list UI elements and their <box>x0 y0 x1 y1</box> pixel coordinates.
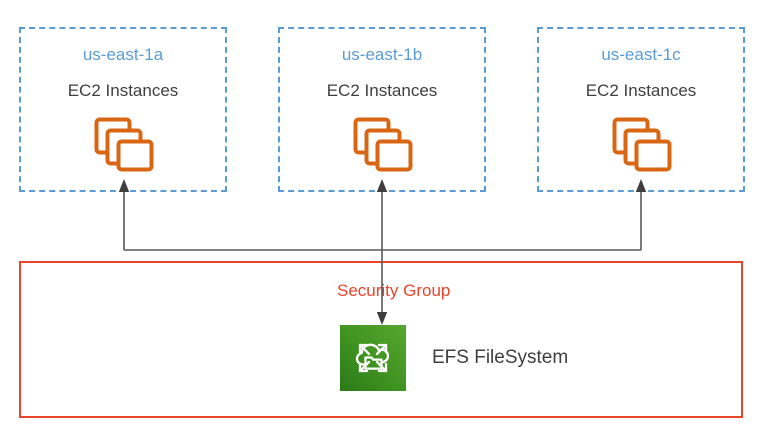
az-label-us-east-1a: us-east-1a <box>82 45 164 64</box>
efs-filesystem-label: EFS FileSystem <box>432 347 569 368</box>
ec2-instances-icon <box>94 117 156 173</box>
az-label-us-east-1b: us-east-1b <box>341 45 423 64</box>
availability-zone-us-east-1b[interactable]: us-east-1b EC2 Instances <box>278 27 486 192</box>
ec2-instances-icon <box>353 117 415 173</box>
az-resource-label-us-east-1a: EC2 Instances <box>67 81 179 100</box>
az-resource-label-us-east-1b: EC2 Instances <box>326 81 438 100</box>
availability-zone-us-east-1a[interactable]: us-east-1a EC2 Instances <box>19 27 227 192</box>
security-group-label: Security Group <box>337 281 451 300</box>
az-resource-label-us-east-1c: EC2 Instances <box>585 81 697 100</box>
availability-zone-us-east-1c[interactable]: us-east-1c EC2 Instances <box>537 27 745 192</box>
efs-filesystem-icon <box>340 325 406 391</box>
ec2-instances-icon <box>612 117 674 173</box>
security-group-boundary[interactable] <box>19 261 743 418</box>
az-label-us-east-1c: us-east-1c <box>601 45 681 64</box>
